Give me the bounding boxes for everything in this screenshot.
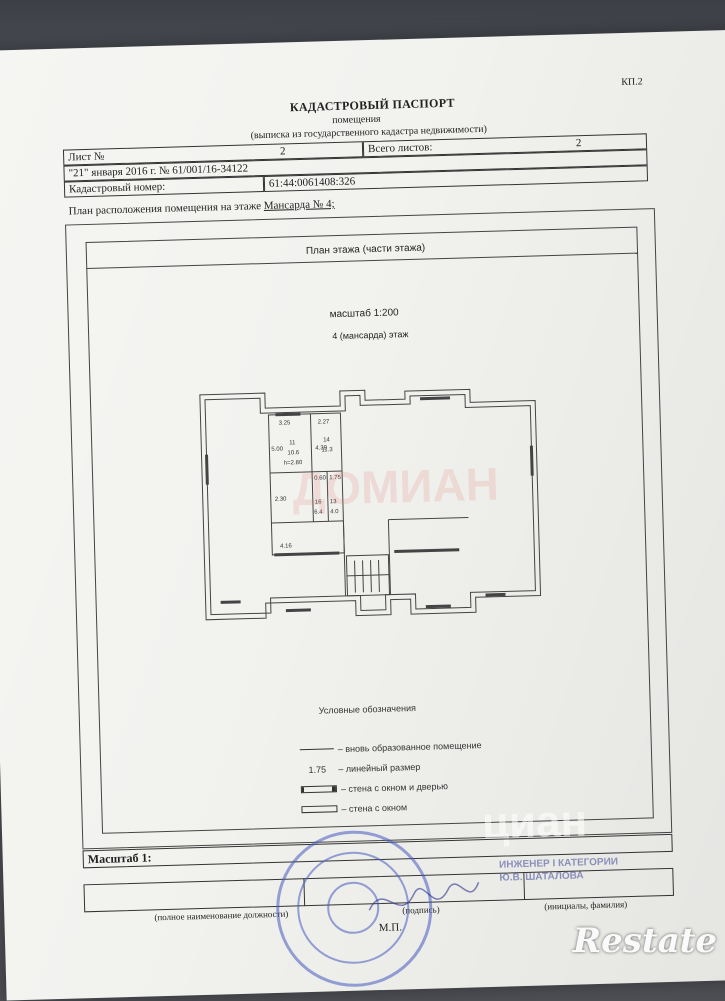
dim-label: 3.25 [279, 420, 292, 426]
legend-line-icon [299, 748, 334, 751]
dim-label: 5.00 [271, 447, 284, 453]
position-caption: (полное наименование должности) [154, 908, 289, 923]
plan-floor-name: 4 (мансарда) этаж [332, 329, 409, 342]
legend-item: 1.75 – линейный размер [308, 761, 421, 775]
room-label: 11 [289, 440, 296, 446]
document-title: КАДАСТРОВЫЙ ПАСПОРТ [289, 95, 455, 115]
plan-location-label: План расположения помещения на этаже [68, 200, 262, 218]
engineer-stamp: ИНЖЕНЕР I КАТЕГОРИИ Ю.В. ШАТАЛОВА [498, 856, 619, 884]
wall-window-icon [301, 805, 338, 814]
room-label: 4.0 [330, 509, 339, 515]
document-subtitle: помещения [332, 113, 381, 127]
dim-label: 4.39 [315, 445, 328, 451]
plan-location: План расположения помещения на этаже Ман… [69, 198, 335, 217]
dim-label: 4.16 [280, 543, 293, 549]
name-caption: (инициалы, фамилия) [544, 899, 628, 912]
legend-item: – стена с окном [301, 797, 407, 818]
total-value: 2 [575, 137, 582, 150]
room-label: 13 [330, 499, 338, 505]
domian-watermark: ДОМИАН [291, 457, 500, 516]
total-label: Всего листов: [367, 141, 433, 156]
signature-scribble [368, 882, 480, 911]
dim-label: 1.75 [329, 475, 342, 481]
room-label: 14 [323, 437, 331, 443]
room-label: 16 [315, 500, 323, 506]
form-code: КП.2 [621, 76, 643, 88]
document-page: КП.2 КАДАСТРОВЫЙ ПАСПОРТ помещения (выпи… [0, 29, 725, 1001]
room-label: 6.4 [314, 509, 323, 515]
room-label: 10.6 [287, 450, 300, 456]
wall-door-icon [300, 785, 337, 794]
dim-label: 0.60 [314, 475, 327, 481]
floor-plan: 3.25 2.27 5.00 4.39 0.60 1.75 2.30 4.16 … [199, 388, 542, 621]
sheet-label: Лист № [67, 150, 105, 164]
plan-location-floor: Мансарда № 4; [263, 198, 335, 213]
sheet-value: 2 [279, 145, 286, 158]
room-label: 11.3 [321, 447, 333, 453]
dim-label: 2.27 [318, 419, 331, 425]
dim-label: 2.30 [275, 496, 288, 502]
restate-watermark: Restate [572, 921, 717, 961]
room-label: h=2.80 [284, 460, 303, 467]
plan-scale: масштаб 1:200 [329, 307, 399, 321]
